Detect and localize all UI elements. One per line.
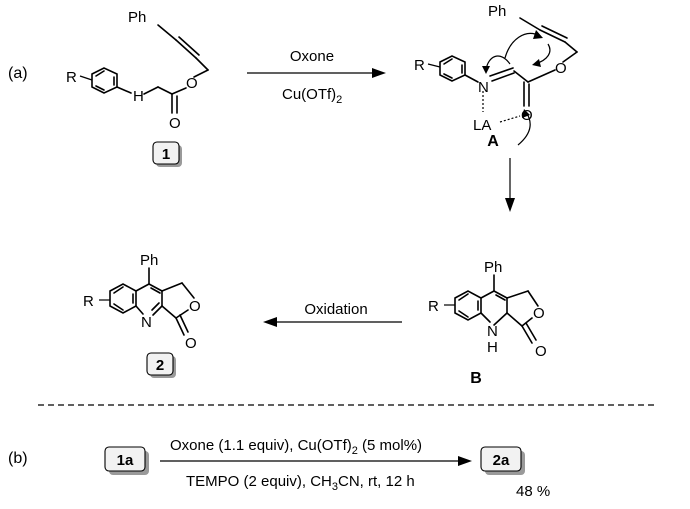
product-2-o-ring: O <box>189 298 201 315</box>
product-2-label: 2 <box>156 357 164 374</box>
product-2-label-box <box>146 352 174 376</box>
intermediate-b-r: R <box>428 298 439 315</box>
part-b-label: (b) <box>8 450 28 467</box>
product-2a-box <box>480 446 522 472</box>
compound-1-ph: Ph <box>128 9 146 26</box>
compound-1-o-carbonyl: O <box>169 115 181 132</box>
intermediate-a-structure <box>427 17 578 146</box>
intermediate-b-o-ring: O <box>533 305 545 322</box>
intermediate-b-structure <box>444 274 539 344</box>
compound-1-label: 1 <box>162 146 170 163</box>
intermediate-a-la: LA <box>473 117 491 134</box>
intermediate-a-ph: Ph <box>488 3 506 20</box>
intermediate-a-label: A <box>487 133 499 150</box>
yield-label: 48 % <box>516 483 550 500</box>
step1-reagent-top: Oxone <box>290 48 334 65</box>
intermediate-a-r: R <box>414 57 425 74</box>
compound-1-structure <box>79 24 209 114</box>
product-2-ph: Ph <box>140 252 158 269</box>
intermediate-b-label: B <box>470 370 482 387</box>
intermediate-a-n: N <box>478 79 489 96</box>
step1-reagent-bottom: Cu(OTf)2 <box>282 86 342 106</box>
compound-1-o-ester: O <box>186 75 198 92</box>
intermediate-b-h: H <box>487 339 498 356</box>
conditions-bottom: TEMPO (2 equiv), CH3CN, rt, 12 h <box>186 473 415 493</box>
intermediate-a-o-carbonyl: O <box>521 107 533 124</box>
intermediate-a-o-ester: O <box>555 60 567 77</box>
part-a-label: (a) <box>8 65 28 82</box>
compound-1-r: R <box>66 69 77 86</box>
conditions-top: Oxone (1.1 equiv), Cu(OTf)2 (5 mol%) <box>170 437 422 457</box>
compound-1-h: H <box>133 88 144 105</box>
product-2-structure <box>99 267 195 336</box>
intermediate-b-o-carbonyl: O <box>535 343 547 360</box>
product-2-o-carbonyl: O <box>185 335 197 352</box>
product-2a-label: 2a <box>493 452 510 469</box>
start-1a-label: 1a <box>117 452 134 469</box>
step3-reagent: Oxidation <box>304 301 367 318</box>
start-1a-box <box>104 446 146 472</box>
product-2-r: R <box>83 293 94 310</box>
intermediate-b-ph: Ph <box>484 259 502 276</box>
intermediate-b-n: N <box>487 323 498 340</box>
compound-1-label-box <box>152 141 180 165</box>
product-2-n: N <box>141 314 152 331</box>
